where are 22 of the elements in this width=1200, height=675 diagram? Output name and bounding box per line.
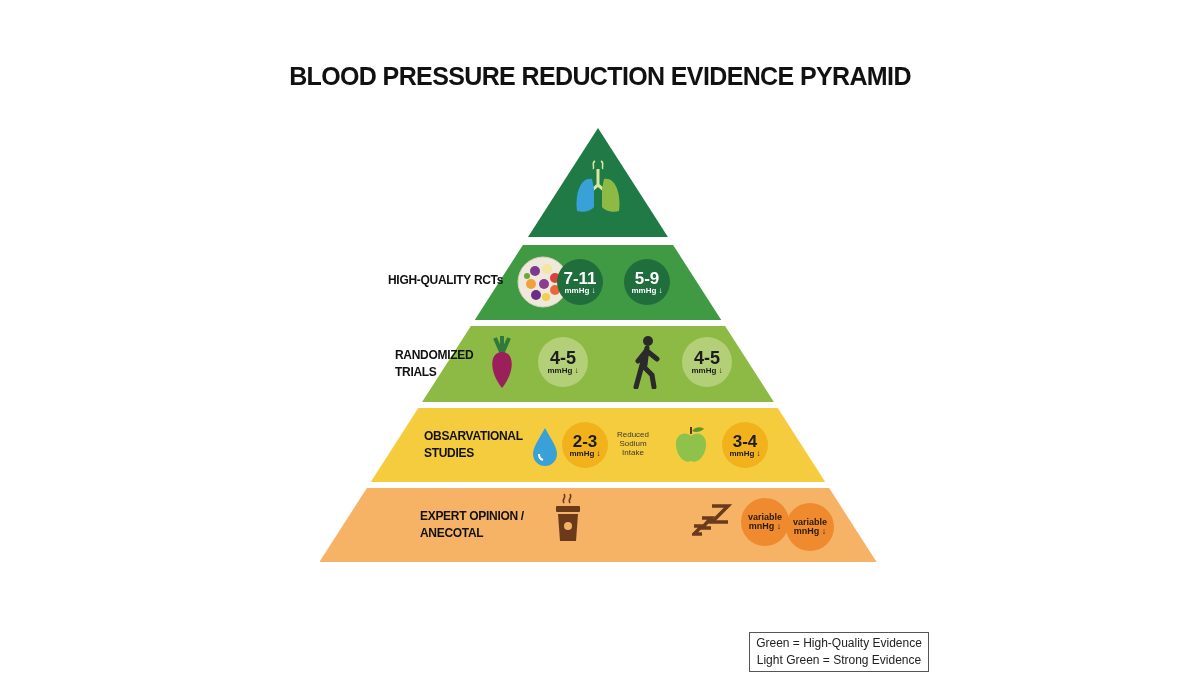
unit-text: mmHg ↓ [547, 367, 579, 375]
value-text: 5-9 [634, 269, 660, 287]
tier-label: EXPERT OPINION / ANECOTAL [420, 508, 525, 543]
unit-text: mmHg ↓ [631, 286, 663, 295]
unit-text: mmHg ↓ [569, 449, 601, 458]
note-text: Light Green = Strong Evidence [756, 652, 922, 669]
value-text: 4-5 [550, 349, 576, 367]
value-text: 7-11 [563, 269, 597, 287]
note-text: Reduced Sodium Intake [616, 430, 650, 458]
value-text: 2-3 [572, 432, 598, 450]
value-text: 3-4 [732, 432, 758, 450]
value-text: variable [793, 518, 827, 527]
tier-label: OBSARVATIONAL STUDIES [424, 428, 524, 463]
unit-text: mnHg ↓ [793, 527, 827, 536]
title: BLOOD PRESSURE REDUCTION EVIDENCE PYRAMID [288, 61, 912, 92]
note-text: Green = High-Quality Evidence [756, 635, 922, 652]
unit-text: mnHg ↓ [748, 522, 782, 531]
unit-text: mmHg ↓ [564, 286, 596, 295]
value-text: 4-5 [694, 349, 720, 367]
unit-text: mmHg ↓ [729, 449, 761, 458]
unit-text: mmHg ↓ [691, 367, 723, 375]
value-text: variable [748, 513, 782, 522]
